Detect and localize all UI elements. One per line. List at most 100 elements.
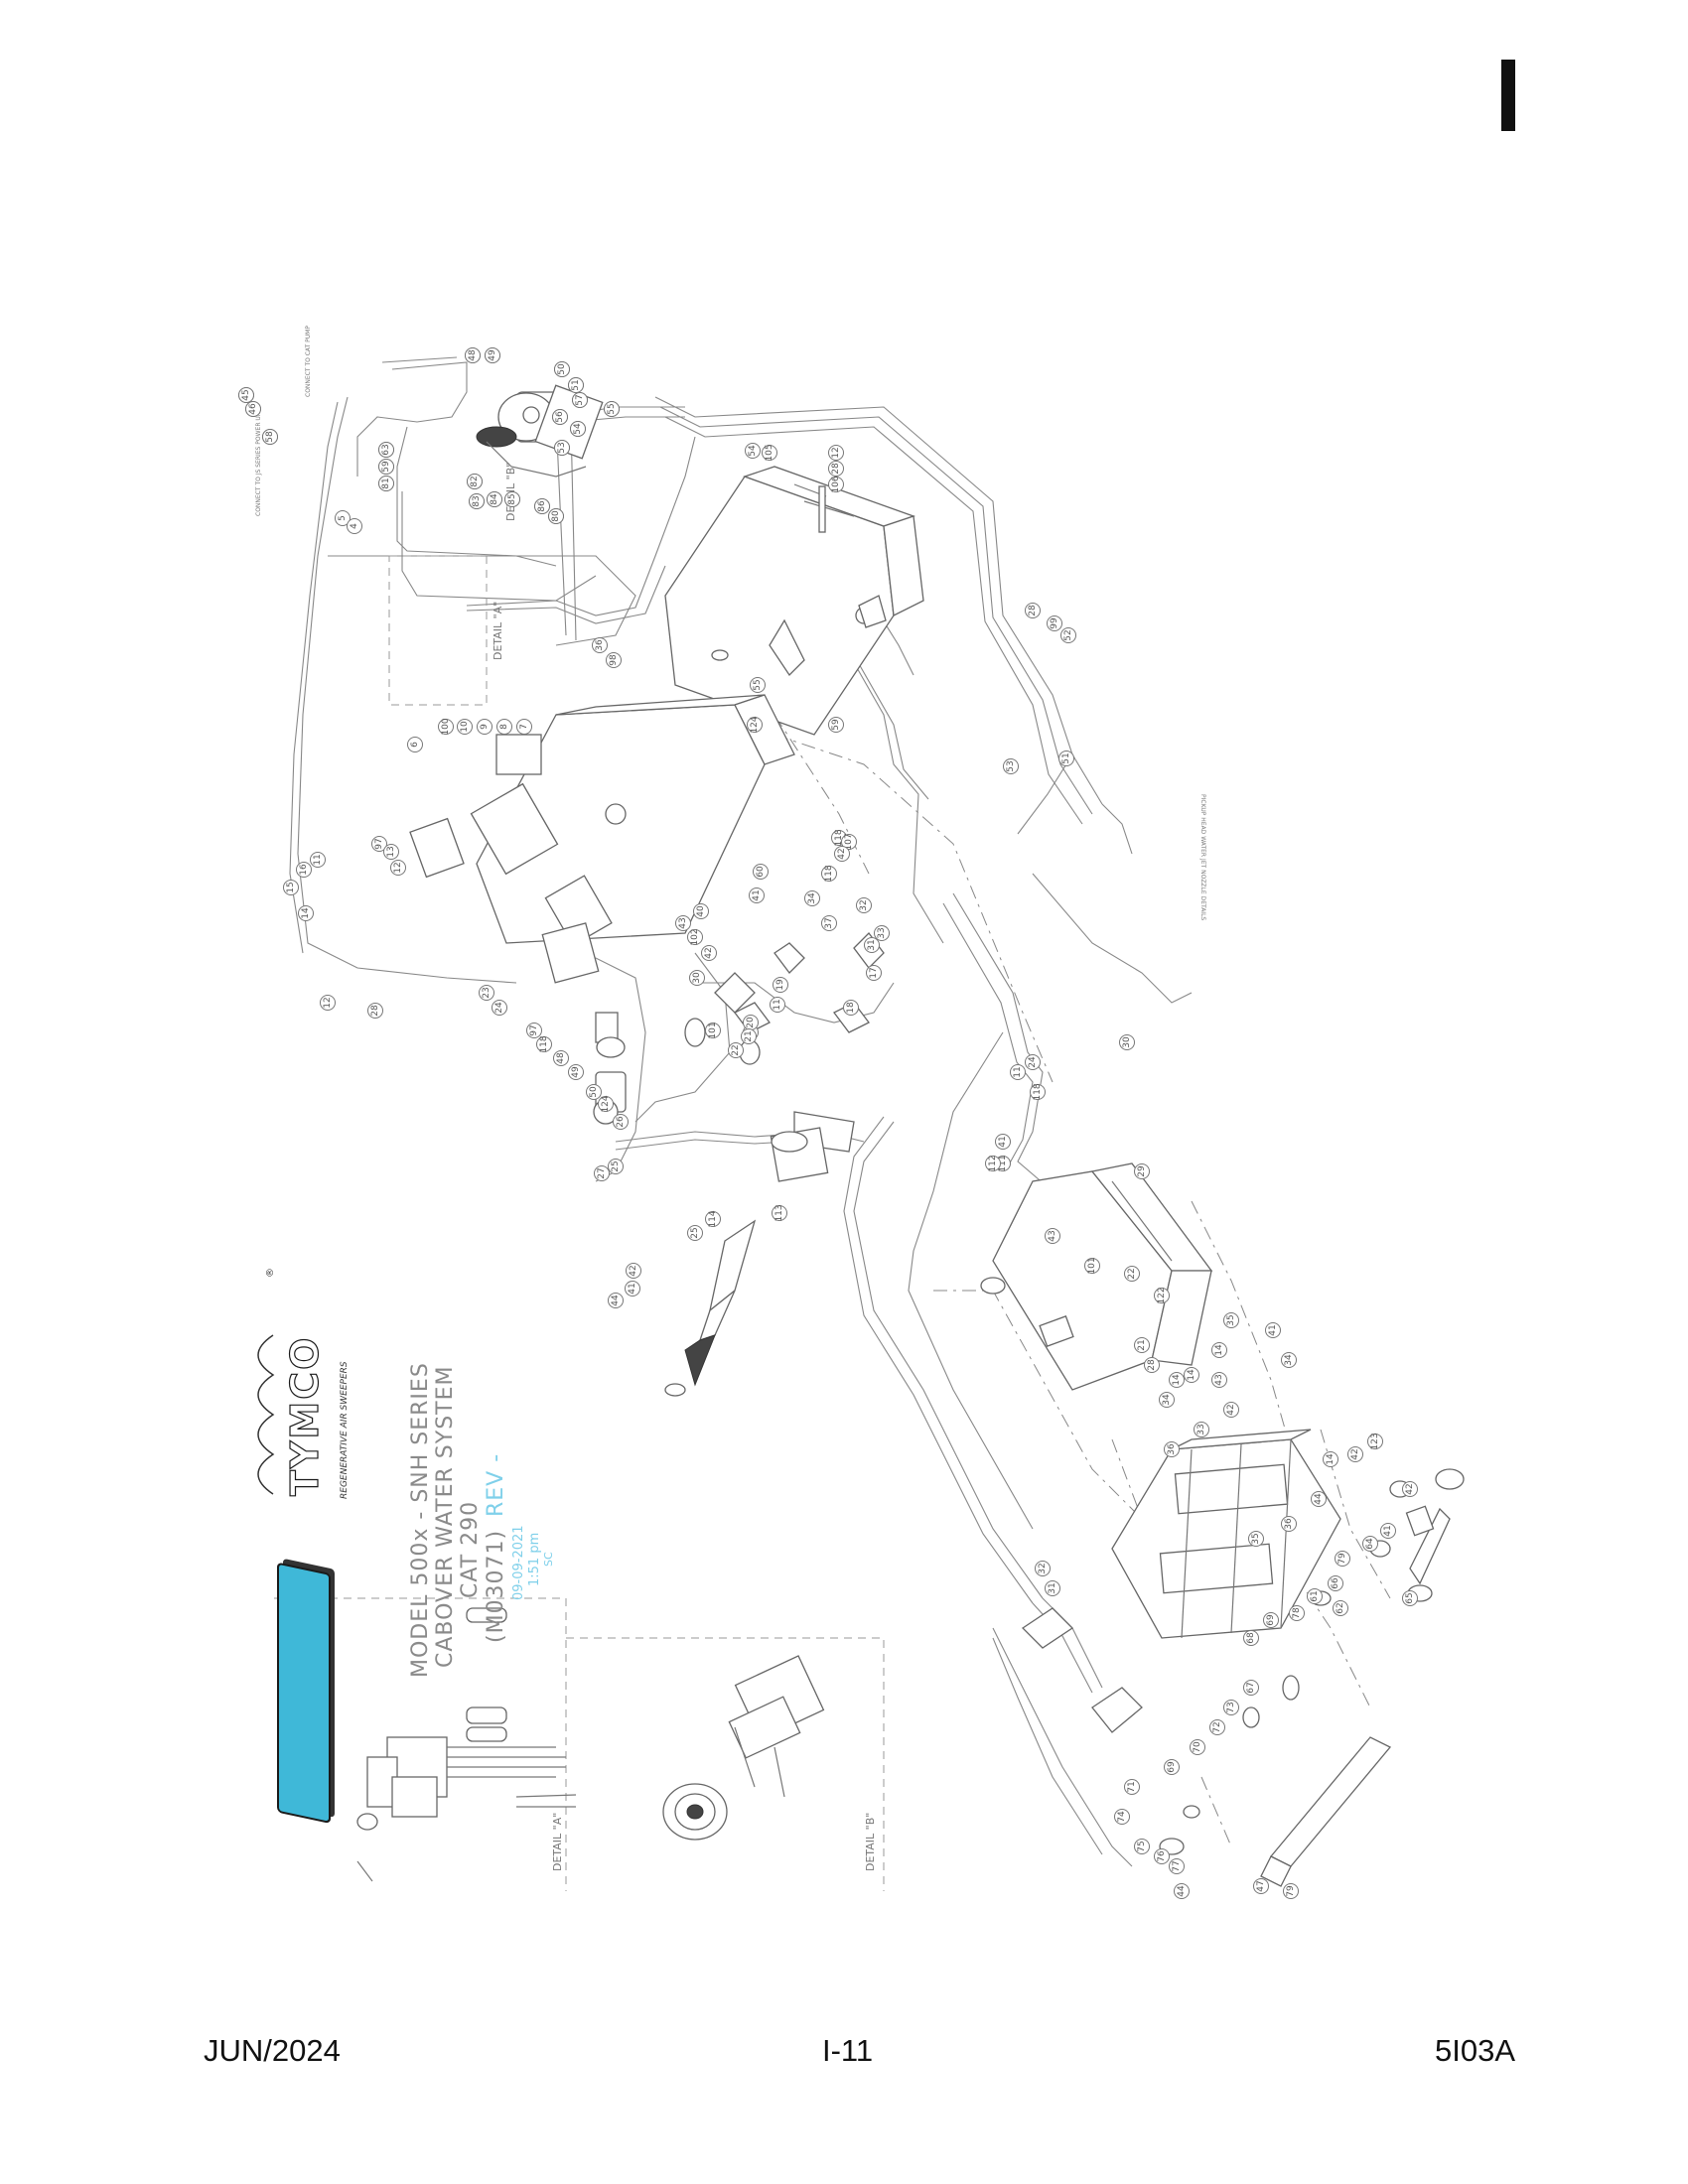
callout-number: 41 bbox=[752, 889, 762, 900]
callout-bubble: 101 bbox=[705, 1022, 721, 1039]
callout-bubble: 69 bbox=[1164, 1759, 1180, 1775]
callout-bubble: 85 bbox=[504, 491, 520, 507]
callout-bubble: 86 bbox=[534, 498, 550, 514]
callout-number: 42 bbox=[1350, 1448, 1360, 1459]
callout-bubble: 55 bbox=[604, 401, 620, 417]
callout-bubble: 21 bbox=[741, 1028, 757, 1044]
callout-number: 42 bbox=[704, 947, 714, 958]
callout-bubble: 14 bbox=[1184, 1367, 1199, 1383]
fitting-cluster-right bbox=[1159, 1468, 1465, 1855]
callout-bubble: 50 bbox=[554, 361, 570, 377]
callout-bubble: 48 bbox=[553, 1050, 569, 1066]
callout-number: 5 bbox=[338, 515, 348, 521]
callout-bubble: 122 bbox=[1154, 1287, 1170, 1304]
callout-bubble: 105 bbox=[762, 444, 777, 462]
callout-number: 100 bbox=[441, 718, 451, 735]
wand-nozzle-assembly bbox=[664, 1219, 757, 1397]
callout-number: 34 bbox=[1284, 1354, 1294, 1366]
callout-number: 84 bbox=[490, 493, 499, 505]
callout-bubble: 32 bbox=[1035, 1561, 1051, 1576]
callout-number: 80 bbox=[551, 510, 561, 522]
callout-number: 44 bbox=[611, 1295, 621, 1306]
callout-number: 69 bbox=[1266, 1614, 1276, 1626]
connect-power-note: CONNECT TO JS SERIES POWER UNIT bbox=[255, 406, 262, 516]
callout-number: 34 bbox=[1162, 1394, 1172, 1406]
callout-bubble: 41 bbox=[1265, 1322, 1281, 1338]
callout-bubble: 97 bbox=[526, 1023, 542, 1038]
callout-number: 21 bbox=[744, 1030, 754, 1041]
title-line-4-prefix: (M03071) bbox=[484, 1530, 508, 1643]
callout-bubble: 68 bbox=[1243, 1630, 1259, 1646]
callout-number: 27 bbox=[597, 1167, 607, 1178]
callout-bubble: 81 bbox=[378, 476, 394, 491]
callout-bubble: 73 bbox=[1223, 1700, 1239, 1715]
callout-number: 81 bbox=[381, 478, 391, 488]
callout-number: 36 bbox=[595, 639, 605, 651]
callout-number: 123 bbox=[1370, 1433, 1380, 1449]
callout-bubble: 14 bbox=[298, 905, 314, 921]
callout-number: 40 bbox=[696, 905, 706, 917]
callout-number: 47 bbox=[1256, 1880, 1266, 1891]
callout-bubble: 42 bbox=[834, 846, 850, 862]
callout-number: 97 bbox=[374, 838, 384, 849]
callout-bubble: 47 bbox=[1253, 1878, 1269, 1894]
callout-number: 11 bbox=[773, 999, 782, 1010]
title-initials: SC bbox=[542, 1552, 555, 1567]
callout-number: 70 bbox=[1193, 1741, 1202, 1753]
callout-bubble: 36 bbox=[1281, 1516, 1297, 1532]
callout-number: 37 bbox=[824, 917, 834, 928]
callout-bubble: 6 bbox=[407, 737, 423, 752]
callout-number: 21 bbox=[1137, 1339, 1147, 1350]
callout-bubble: 31 bbox=[1045, 1580, 1060, 1596]
callout-number: 24 bbox=[494, 1002, 504, 1014]
callout-number: 36 bbox=[1284, 1518, 1294, 1530]
footer-page-number: I-11 bbox=[822, 2033, 874, 2068]
callout-number: 9 bbox=[480, 724, 490, 730]
callout-number: 33 bbox=[1196, 1424, 1206, 1434]
callout-bubble: 45 bbox=[238, 387, 254, 403]
callout-bubble: 84 bbox=[487, 491, 502, 507]
callout-number: 63 bbox=[381, 444, 391, 455]
callout-bubble: 14 bbox=[1323, 1451, 1338, 1467]
callout-bubble: 79 bbox=[1283, 1883, 1299, 1899]
callout-number: 8 bbox=[499, 724, 509, 730]
callout-bubble: 11 bbox=[770, 997, 785, 1013]
callout-number: 85 bbox=[507, 493, 517, 504]
callout-number: 118 bbox=[1033, 1083, 1043, 1100]
callout-number: 14 bbox=[1326, 1453, 1336, 1465]
callout-bubble: 51 bbox=[568, 377, 584, 393]
callout-number: 48 bbox=[556, 1052, 566, 1064]
detail-a-marker-box bbox=[388, 555, 488, 706]
callout-number: 118 bbox=[824, 865, 834, 882]
callout-number: 50 bbox=[589, 1086, 599, 1098]
callout-bubble: 114 bbox=[705, 1210, 721, 1228]
callout-number: 31 bbox=[867, 939, 877, 950]
callout-number: 24 bbox=[1028, 1056, 1038, 1068]
detail-b-panel: DETAIL "B" bbox=[662, 1655, 877, 1871]
callout-bubble: 42 bbox=[626, 1263, 641, 1279]
title-time-stamp: 1:51 pm bbox=[527, 1533, 542, 1586]
callout-number: 118 bbox=[834, 829, 844, 846]
callout-bubble: 61 bbox=[1307, 1588, 1323, 1604]
callout-bubble: 14 bbox=[1169, 1372, 1185, 1388]
callout-number: 31 bbox=[1048, 1582, 1057, 1593]
callout-number: 15 bbox=[286, 882, 296, 892]
callout-number: 28 bbox=[370, 1005, 380, 1017]
callout-bubble: 16 bbox=[296, 862, 312, 878]
callout-bubble: 101 bbox=[1084, 1257, 1100, 1275]
callout-number: 6 bbox=[410, 742, 420, 748]
callout-bubble: 56 bbox=[552, 409, 568, 425]
callout-number: 43 bbox=[678, 917, 688, 928]
hose-routing bbox=[289, 356, 1193, 1867]
callout-bubble: 72 bbox=[1209, 1719, 1225, 1735]
callout-bubble: 28 bbox=[1025, 603, 1041, 618]
callout-number: 55 bbox=[607, 403, 617, 414]
detail-a-panel: DETAIL "A" bbox=[274, 1597, 885, 1891]
callout-number: 106 bbox=[831, 476, 841, 492]
callout-number: 22 bbox=[1127, 1268, 1137, 1279]
callout-bubble: 32 bbox=[856, 897, 872, 913]
callout-bubble: 124 bbox=[598, 1095, 614, 1113]
callout-bubble: 99 bbox=[1047, 615, 1062, 631]
callout-bubble: 75 bbox=[1134, 1839, 1150, 1854]
callout-number: 28 bbox=[1028, 605, 1038, 616]
